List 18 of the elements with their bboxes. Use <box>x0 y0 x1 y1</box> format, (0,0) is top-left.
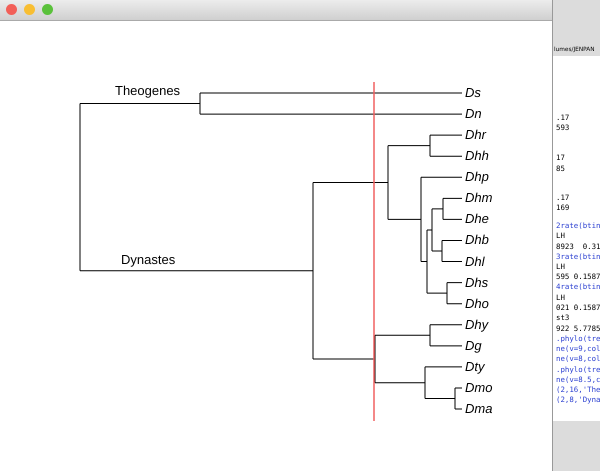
clade-label: Dynastes <box>121 252 176 267</box>
taxon-label: Dma <box>465 401 492 416</box>
taxon-label: Dhh <box>465 148 489 164</box>
taxon-label: Dg <box>465 338 482 353</box>
taxon-label: Dho <box>465 296 489 311</box>
taxon-label: Dhs <box>465 274 488 290</box>
taxon-label: Ds <box>465 85 481 100</box>
taxon-label: Dhr <box>465 127 486 142</box>
taxon-label: Dty <box>465 358 484 374</box>
taxon-label: Dhe <box>465 211 489 226</box>
clade-label: Theogenes <box>115 83 180 98</box>
taxon-label: Dhl <box>465 254 485 269</box>
taxon-label: Dhb <box>465 232 489 248</box>
taxon-label: Dhm <box>465 190 492 206</box>
taxon-label: Dn <box>465 106 482 122</box>
taxon-label: Dhp <box>465 169 489 184</box>
taxon-label: Dmo <box>465 380 492 395</box>
taxon-label: Dhy <box>465 316 488 332</box>
